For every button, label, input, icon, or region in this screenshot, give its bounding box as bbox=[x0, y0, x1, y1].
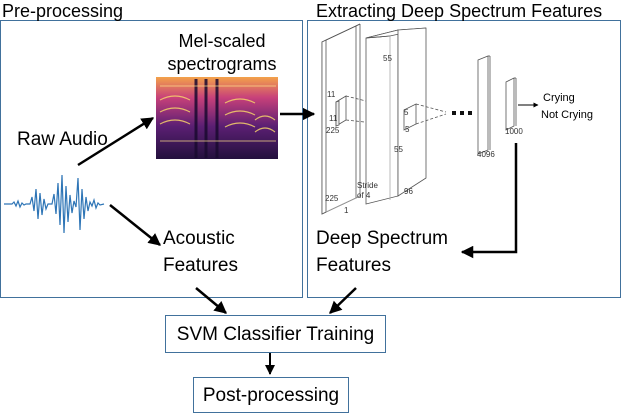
output-class-b: Not Crying bbox=[541, 109, 593, 121]
layer1-dim-b: 225 bbox=[325, 194, 339, 203]
acoustic-features-line2: Features bbox=[163, 255, 238, 276]
fc2-size: 1000 bbox=[505, 127, 523, 136]
mel-spectrogram-image bbox=[156, 77, 278, 159]
layer2-dim-a: 55 bbox=[383, 54, 392, 63]
arrow-acoustic-to-svm bbox=[195, 287, 227, 314]
spectrogram-label-line1: Mel-scaled bbox=[178, 31, 266, 51]
cnn-kernel-1 bbox=[335, 95, 403, 127]
arrow-cnn-to-deep-features bbox=[460, 143, 518, 259]
svm-classifier-label: SVM Classifier Training bbox=[176, 324, 375, 345]
layer2-dim-b: 55 bbox=[394, 145, 403, 154]
svm-classifier-box bbox=[165, 315, 386, 353]
cnn-kernel-2 bbox=[403, 103, 447, 131]
fc1-size: 4096 bbox=[477, 150, 495, 159]
deep-spectrum-features-line1: Deep Spectrum bbox=[316, 228, 449, 249]
layer1-depth: 1 bbox=[344, 206, 349, 215]
kernel2-size-b: 5 bbox=[405, 125, 410, 134]
raw-audio-label: Raw Audio bbox=[17, 129, 108, 150]
post-processing-label: Post-processing bbox=[202, 385, 340, 406]
output-class-a: Crying bbox=[543, 92, 575, 104]
acoustic-features-line1: Acoustic bbox=[163, 228, 235, 249]
cnn-conv-layer bbox=[365, 27, 427, 205]
extraction-title: Extracting Deep Spectrum Features bbox=[316, 1, 603, 21]
kernel1-size-b: 11 bbox=[329, 114, 338, 123]
cnn-ellipsis bbox=[452, 111, 472, 115]
kernel1-size-a: 11 bbox=[327, 90, 336, 99]
layer1-dim-a: 225 bbox=[326, 126, 340, 135]
arrow-raw-to-acoustic bbox=[109, 204, 161, 246]
deep-spectrum-features-line2: Features bbox=[316, 255, 391, 276]
stride-line2: of 4 bbox=[357, 191, 371, 200]
arrow-raw-to-spectrogram bbox=[77, 116, 155, 167]
spectrogram-label-line2: spectrograms bbox=[167, 54, 277, 74]
post-processing-box bbox=[193, 377, 349, 413]
preprocessing-title: Pre-processing bbox=[2, 1, 124, 21]
arrow-deep-to-svm bbox=[329, 287, 357, 314]
kernel2-size-a: 5 bbox=[404, 108, 409, 117]
cnn-fc-layers bbox=[477, 55, 517, 155]
layer2-depth: 96 bbox=[404, 187, 413, 196]
stride-line1: Stride bbox=[357, 181, 378, 190]
raw-audio-waveform bbox=[4, 174, 105, 234]
